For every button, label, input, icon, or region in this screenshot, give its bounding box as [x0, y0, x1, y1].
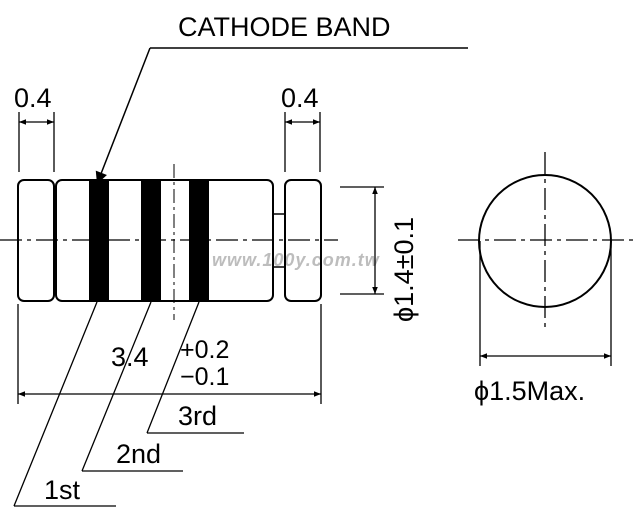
leader-3rd [146, 301, 200, 434]
dim-diameter-max-label: ϕ1.5Max. [474, 376, 585, 406]
leader-2nd [81, 301, 152, 472]
band-3rd-label: 3rd [178, 401, 217, 431]
dim-length-tol-plus: +0.2 [180, 336, 229, 364]
leader-1st [13, 301, 98, 507]
band-1st-label: 1st [44, 475, 81, 505]
dim-left-cap-label: 0.4 [14, 83, 52, 113]
dim-length-label: 3.4 [111, 342, 149, 372]
cathode-band-1st [89, 181, 109, 301]
dim-right-cap-label: 0.4 [281, 83, 319, 113]
band-2nd [141, 181, 161, 301]
band-2nd-label: 2nd [116, 439, 161, 469]
left-end-cap [17, 179, 55, 302]
cathode-band-label: CATHODE BAND [178, 12, 391, 42]
cathode-band-leader [95, 47, 151, 185]
right-end-cap [284, 179, 322, 302]
dim-diameter-body-label: ϕ1.4±0.1 [389, 217, 419, 322]
dim-length-tol-minus: −0.1 [180, 363, 229, 391]
band-3rd [189, 181, 209, 301]
watermark-text: www.100y.com.tw [212, 250, 380, 270]
